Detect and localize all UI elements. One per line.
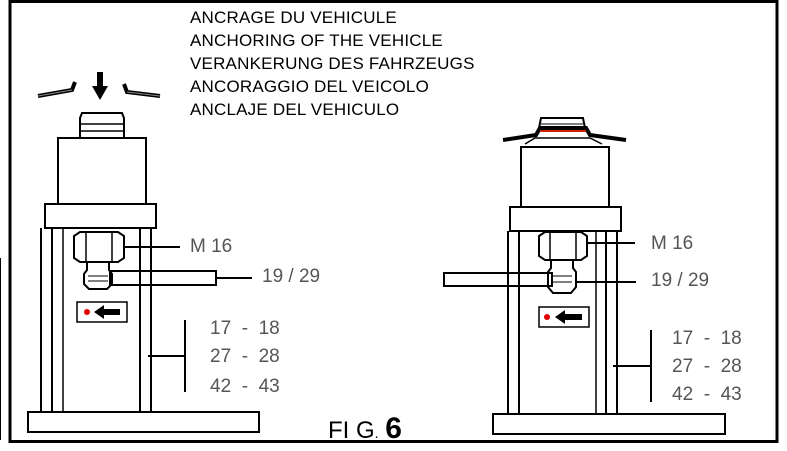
right-arrow-icon (555, 310, 582, 324)
right-wrench-bar (443, 272, 553, 287)
right-stud (547, 260, 577, 294)
right-height-label-1: 17 - 18 (672, 328, 742, 349)
left-height-label-2: 27 - 28 (210, 346, 280, 367)
figure-caption: FI G. 6 (328, 412, 402, 446)
right-hex-nut (538, 231, 588, 261)
down-arrow-icon (92, 72, 108, 100)
right-height-label-3: 42 - 43 (672, 384, 742, 405)
left-indicator-plate (76, 301, 128, 323)
left-cylinder-block (57, 137, 147, 205)
right-sill (502, 126, 627, 142)
left-arrow-icon (94, 305, 120, 319)
left-wrench-label: 19 / 29 (262, 266, 321, 287)
right-indicator-plate (538, 306, 590, 328)
left-collar (44, 203, 157, 229)
left-hex-nut (73, 231, 125, 263)
right-assembly (443, 117, 726, 435)
right-wrench-label: 19 / 29 (651, 270, 710, 291)
right-top-pad (538, 117, 586, 129)
left-assembly (27, 72, 260, 433)
left-top-pad (79, 112, 125, 139)
left-base-plate (27, 411, 260, 433)
right-bolt-label: M 16 (651, 233, 694, 254)
right-cylinder-block (520, 146, 610, 208)
left-height-label-3: 42 - 43 (210, 376, 280, 397)
left-wrench-bar (109, 270, 217, 286)
title-line-de: VERANKERUNG DES FAHRZEUGS (190, 54, 475, 73)
title-line-en: ANCHORING OF THE VEHICLE (190, 31, 443, 50)
right-collar (509, 206, 622, 232)
left-red-dot (84, 309, 90, 315)
left-bolt-label: M 16 (190, 236, 233, 257)
title-line-es: ANCLAJE DEL VEHICULO (190, 100, 400, 119)
right-red-dot (544, 314, 550, 320)
title-line-fr: ANCRAGE DU VEHICULE (190, 8, 397, 27)
figure-number: 6 (385, 412, 402, 445)
right-height-label-2: 27 - 28 (672, 356, 742, 377)
left-height-label-1: 17 - 18 (210, 318, 280, 339)
right-base-plate (492, 413, 726, 435)
frame-border (8, 0, 779, 443)
left-sill-bracket-l (37, 81, 77, 98)
title-line-it: ANCORAGGIO DEL VEICOLO (190, 77, 429, 96)
figure-caption-dot: . (374, 425, 379, 441)
figure-caption-prefix: FI G (328, 417, 375, 444)
